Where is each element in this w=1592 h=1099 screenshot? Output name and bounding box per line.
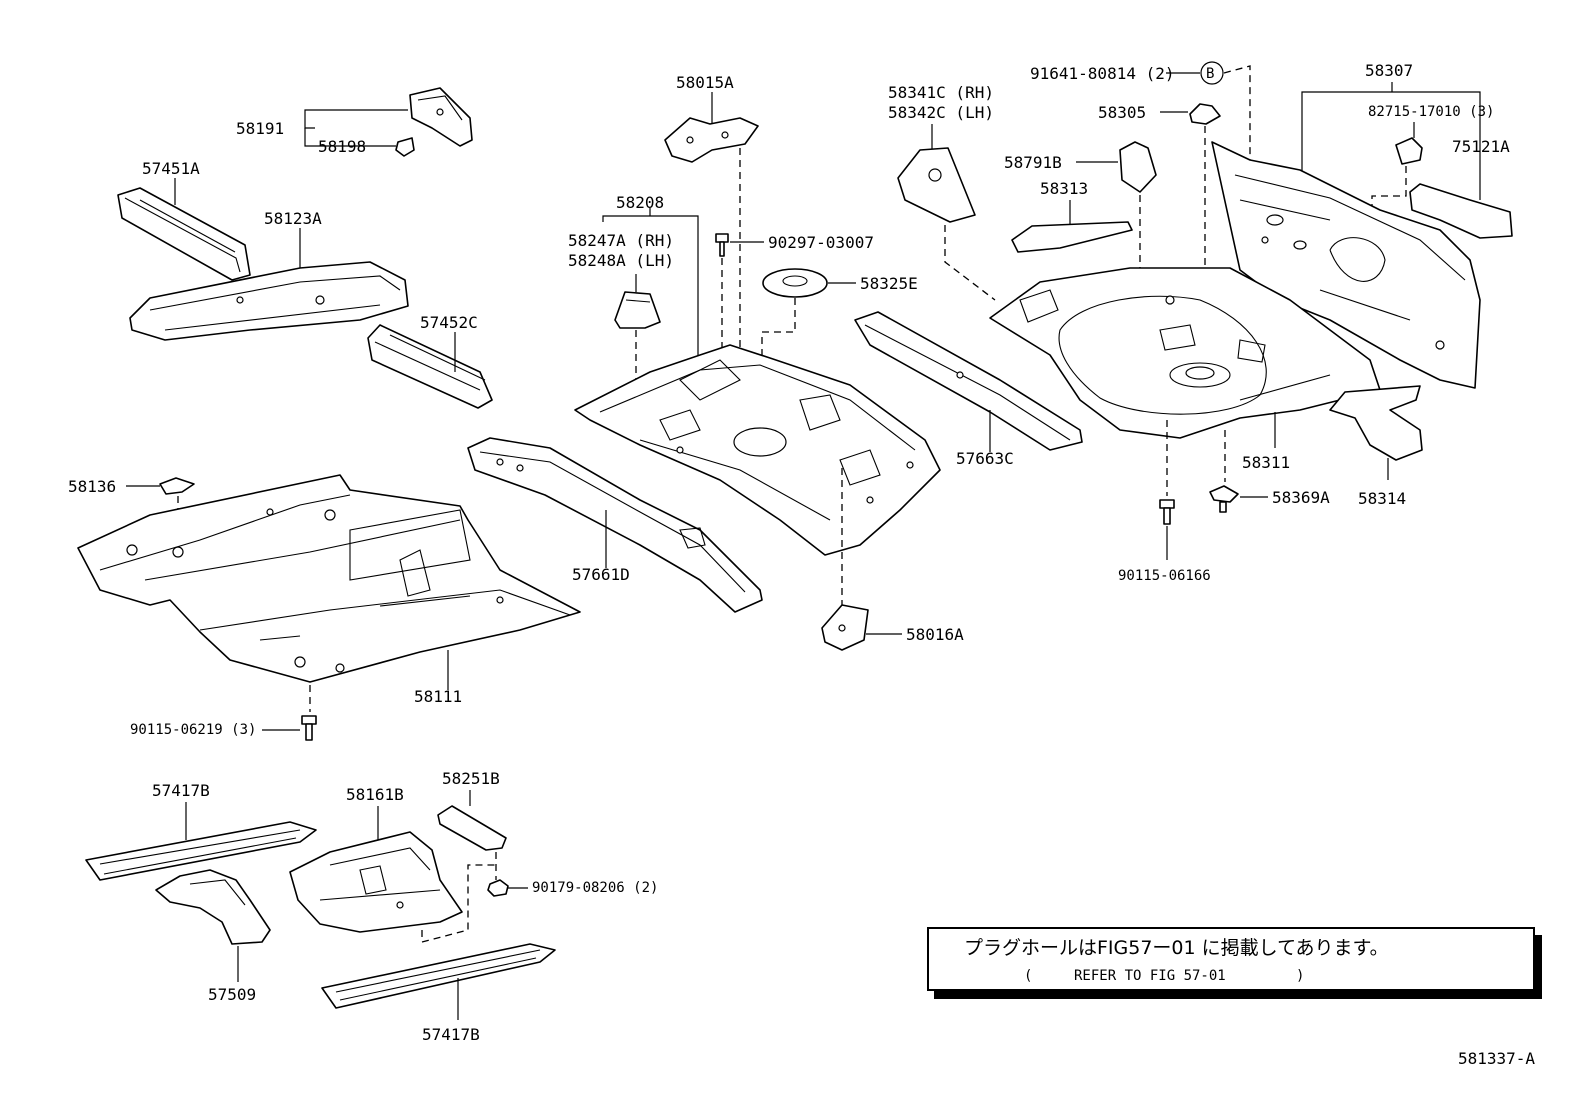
part-58305-bracket bbox=[1189, 103, 1221, 125]
part-57452C-member bbox=[367, 324, 493, 409]
part-82715-clip bbox=[1395, 137, 1423, 165]
part-57451A-member bbox=[117, 187, 251, 281]
part-58251B-brace bbox=[437, 805, 507, 851]
part-58311-spare-floor bbox=[989, 267, 1381, 439]
note-refer-text: REFER TO FIG 57-01 bbox=[1074, 968, 1226, 984]
part-57509-bracket bbox=[155, 869, 271, 945]
label-58111: 58111 bbox=[414, 687, 462, 706]
note-japanese-text: プラグホールはFIG57ー01 に掲載してあります。 bbox=[964, 937, 1389, 959]
part-58123A-member bbox=[129, 261, 409, 341]
label-58015A: 58015A bbox=[676, 73, 734, 92]
part-75121A-bracket bbox=[1409, 183, 1513, 239]
part-57661D-side-member bbox=[467, 437, 763, 613]
svg-text:B: B bbox=[1206, 66, 1214, 82]
label-58123A: 58123A bbox=[264, 209, 322, 228]
part-90115-06219-bolt bbox=[301, 715, 317, 741]
part-90115-06166-bolt bbox=[1159, 499, 1175, 525]
part-58791B-bracket bbox=[1119, 141, 1157, 193]
label-57417B-bottom: 57417B bbox=[422, 1025, 480, 1044]
part-58111-front-floor bbox=[77, 474, 581, 683]
label-58191: 58191 bbox=[236, 119, 284, 138]
part-58136-bracket bbox=[159, 477, 195, 495]
figure-number: 581337-A bbox=[1458, 1049, 1535, 1068]
part-58016A-bracket bbox=[821, 604, 869, 651]
label-58342C: 58342C (LH) bbox=[888, 103, 994, 122]
part-57417B-top-sill bbox=[85, 821, 317, 881]
part-58191-bracket bbox=[409, 87, 473, 147]
part-58208-floor-pan bbox=[574, 344, 941, 556]
label-58208: 58208 bbox=[616, 193, 664, 212]
label-90115-06166: 90115-06166 bbox=[1118, 568, 1211, 584]
label-58247A: 58247A (RH) bbox=[568, 231, 674, 250]
part-58161B-cross-member bbox=[289, 831, 463, 933]
label-90115-06219: 90115-06219 (3) bbox=[130, 722, 256, 738]
label-57451A: 57451A bbox=[142, 159, 200, 178]
label-57661D: 57661D bbox=[572, 565, 630, 584]
label-58311: 58311 bbox=[1242, 453, 1290, 472]
part-57663C-member bbox=[854, 311, 1083, 451]
label-58198: 58198 bbox=[318, 137, 366, 156]
part-90179-nut bbox=[487, 879, 509, 897]
part-58198-clip bbox=[395, 137, 415, 157]
label-57509: 57509 bbox=[208, 985, 256, 1004]
label-58369A: 58369A bbox=[1272, 488, 1330, 507]
part-58015A-bracket bbox=[664, 117, 759, 163]
label-58251B: 58251B bbox=[442, 769, 500, 788]
label-58313: 58313 bbox=[1040, 179, 1088, 198]
label-58325E: 58325E bbox=[860, 274, 918, 293]
label-58248A: 58248A (LH) bbox=[568, 251, 674, 270]
label-90179: 90179-08206 (2) bbox=[532, 880, 658, 896]
label-57417B-top: 57417B bbox=[152, 781, 210, 800]
part-58325E-plug bbox=[762, 268, 828, 298]
label-58161B: 58161B bbox=[346, 785, 404, 804]
part-58313-bracket bbox=[1011, 221, 1133, 253]
part-58369A-clip bbox=[1209, 485, 1239, 513]
label-90297: 90297-03007 bbox=[768, 233, 874, 252]
label-58305: 58305 bbox=[1098, 103, 1146, 122]
part-57417B-bottom-sill bbox=[321, 943, 556, 1009]
label-57452C: 57452C bbox=[420, 313, 478, 332]
label-82715: 82715-17010 (3) bbox=[1368, 104, 1494, 120]
part-58247A-bracket bbox=[614, 291, 661, 329]
note-open-paren: ( bbox=[1024, 968, 1032, 984]
part-58314-bracket bbox=[1329, 385, 1423, 461]
label-91641: 91641-80814 (2) bbox=[1030, 64, 1175, 83]
label-58791B: 58791B bbox=[1004, 153, 1062, 172]
label-75121A: 75121A bbox=[1452, 137, 1510, 156]
label-58016A: 58016A bbox=[906, 625, 964, 644]
note-box: プラグホールはFIG57ー01 に掲載してあります。 ( REFER TO FI… bbox=[927, 927, 1542, 999]
note-close-paren: ) bbox=[1296, 968, 1304, 984]
label-58314: 58314 bbox=[1358, 489, 1406, 508]
label-58136: 58136 bbox=[68, 477, 116, 496]
part-58341C-bracket bbox=[897, 147, 976, 223]
callout-b: B bbox=[1200, 61, 1224, 85]
part-90297-bolt bbox=[715, 233, 729, 257]
label-57663C: 57663C bbox=[956, 449, 1014, 468]
label-58307: 58307 bbox=[1365, 61, 1413, 80]
label-58341C: 58341C (RH) bbox=[888, 83, 994, 102]
